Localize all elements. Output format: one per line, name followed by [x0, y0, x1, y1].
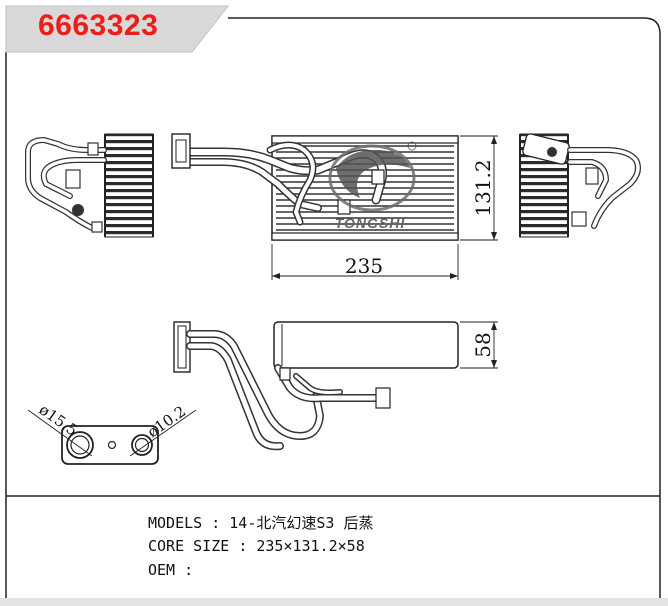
models-line: MODELS : 14-北汽幻速S3 后蒸 [148, 512, 373, 533]
front-view: TONGSHI [171, 133, 459, 241]
core-size-line: CORE SIZE : 235×131.2×58 [148, 537, 365, 555]
width-dimension: 235 [271, 244, 459, 280]
dim-port-small-label: ø10.2 [144, 402, 189, 441]
left-side-view [25, 133, 154, 238]
dim-height-label: 131.2 [471, 159, 495, 216]
part-number-banner [5, 5, 230, 53]
flange-view: ø15.5 ø10.2 [27, 401, 197, 465]
core-size-label: CORE SIZE [148, 537, 230, 555]
models-separator: : [211, 514, 221, 532]
sheet-frame [5, 17, 661, 603]
top-view [173, 321, 459, 451]
height-dimension: 131.2 [460, 135, 498, 241]
models-label: MODELS [148, 514, 203, 532]
part-number: 6663323 [38, 9, 159, 42]
dim-width-label: 235 [345, 254, 383, 278]
oem-line: OEM : [148, 561, 202, 579]
oem-separator: : [184, 561, 194, 579]
models-value: 14-北汽幻速S3 后蒸 [229, 514, 374, 532]
watermark-text: TONGSHI [335, 215, 406, 231]
core-size-value: 235×131.2×58 [256, 537, 365, 555]
oem-label: OEM [148, 561, 176, 579]
depth-dimension: 58 [460, 321, 498, 369]
right-side-view [519, 133, 641, 238]
tongshi-logo [328, 141, 417, 212]
bottom-strip [0, 598, 668, 606]
core-size-separator: : [238, 537, 248, 555]
dim-depth-label: 58 [471, 332, 495, 357]
